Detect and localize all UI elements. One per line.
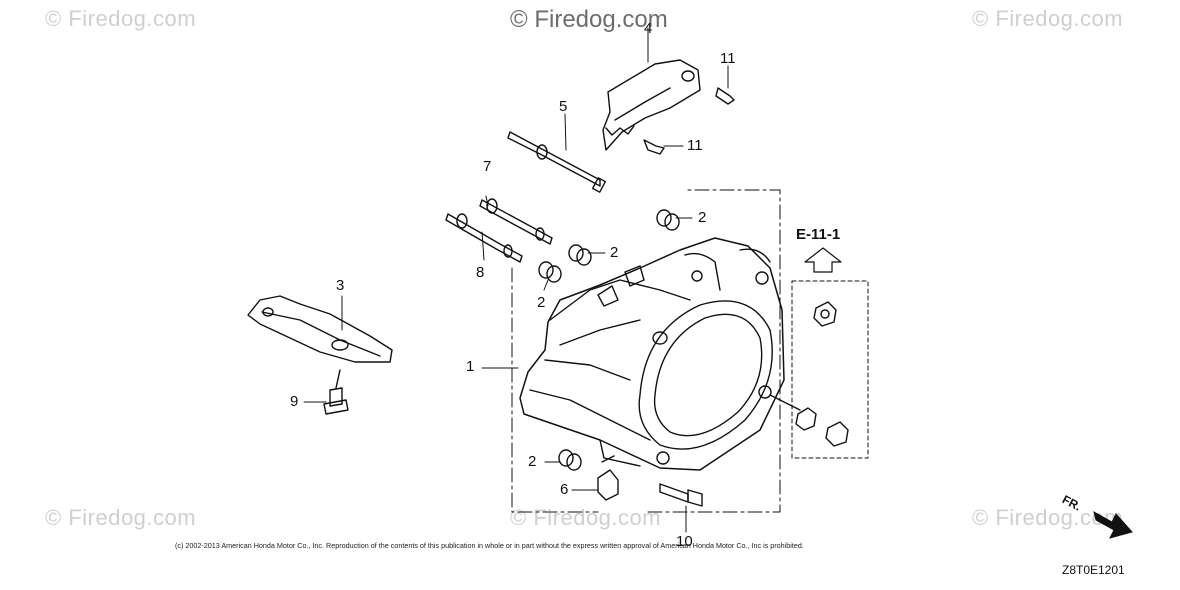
callout-11-lower: 11 (687, 137, 703, 154)
section-ref-box (791, 280, 869, 459)
plate-drawing (247, 295, 393, 363)
screw-10-drawing (659, 483, 703, 507)
callout-11-upper: 11 (720, 50, 736, 67)
hardware-ref-drawings (769, 301, 849, 447)
callout-2-lower: 2 (528, 453, 537, 470)
callout-8: 8 (476, 264, 485, 281)
callout-1: 1 (466, 358, 475, 375)
watermark-top-right: © Firedog.com (972, 6, 1124, 31)
collar-drawings (538, 209, 680, 471)
callout-3: 3 (336, 277, 345, 294)
watermark-bottom-left: © Firedog.com (45, 505, 197, 530)
callout-2-left: 2 (537, 294, 546, 311)
callout-4: 4 (644, 20, 653, 37)
fan-cover-drawing (519, 237, 785, 471)
watermark-top-left: © Firedog.com (45, 6, 197, 31)
part-1-outline-box (511, 189, 781, 513)
copyright-notice: (c) 2002-2013 American Honda Motor Co., … (175, 541, 804, 550)
section-ref-label: E-11-1 (796, 226, 841, 243)
bracket-drawing (602, 59, 701, 151)
callout-7: 7 (483, 158, 492, 175)
callout-10: 10 (676, 533, 693, 550)
bolt-8-drawing (445, 213, 523, 263)
callout-6: 6 (560, 481, 569, 498)
clip-drawing (597, 455, 619, 501)
watermark-bottom-center: © Firedog.com (510, 505, 662, 530)
callout-9: 9 (290, 393, 299, 410)
callout-2-upper: 2 (698, 209, 707, 226)
diagram-code: Z8T0E1201 (1062, 563, 1125, 577)
watermark-main: © Firedog.com (510, 6, 668, 33)
up-arrow-icon (804, 247, 842, 273)
bolt-7-drawing (479, 198, 553, 245)
bolt-5-drawing (507, 131, 607, 193)
callout-2-middle: 2 (610, 244, 619, 261)
leader-lines (303, 27, 729, 533)
callout-5: 5 (559, 98, 568, 115)
screw-11-drawings (643, 87, 735, 155)
front-direction-arrow-icon (1093, 511, 1133, 539)
screw-9-drawing (323, 369, 349, 415)
